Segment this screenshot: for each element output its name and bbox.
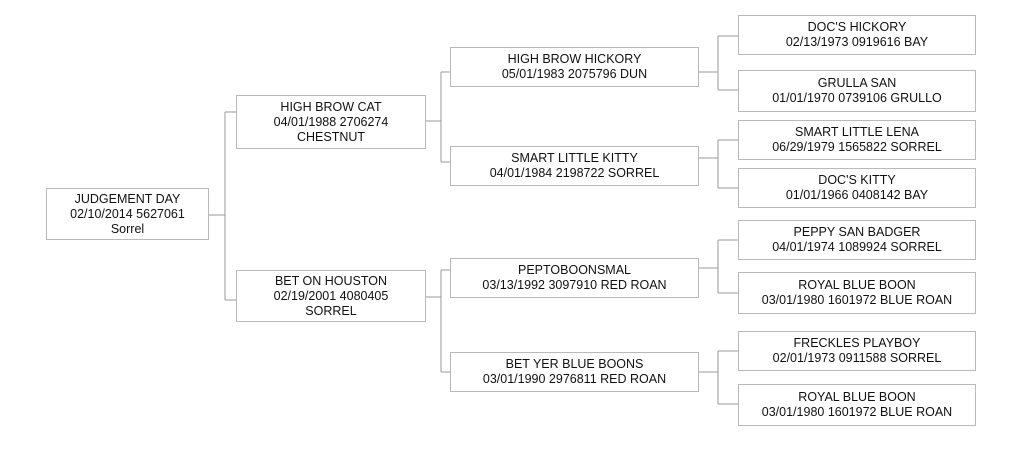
sire-sire-details: 05/01/1983 2075796 DUN xyxy=(501,67,648,81)
subject-horse-details: 02/10/2014 5627061 xyxy=(70,206,185,221)
subject-horse-box: JUDGEMENT DAY 02/10/2014 5627061 Sorrel xyxy=(46,188,209,240)
dam-color: SORREL xyxy=(305,303,357,318)
dam-sire-details: 03/13/1992 3097910 RED ROAN xyxy=(482,278,667,292)
dam-sire-sire-box: PEPPY SAN BADGER 04/01/1974 1089924 SORR… xyxy=(738,220,976,260)
sire-sire-dam-name: GRULLA SAN xyxy=(817,76,897,90)
sire-name: HIGH BROW CAT xyxy=(280,99,382,114)
sire-dam-sire-details: 06/29/1979 1565822 SORREL xyxy=(772,140,942,154)
sire-sire-sire-details: 02/13/1973 0919616 BAY xyxy=(785,35,929,49)
dam-name: BET ON HOUSTON xyxy=(274,273,388,288)
dam-box: BET ON HOUSTON 02/19/2001 4080405 SORREL xyxy=(236,270,426,322)
sire-dam-dam-box: DOC'S KITTY 01/01/1966 0408142 BAY xyxy=(738,168,976,208)
dam-dam-name: BET YER BLUE BOONS xyxy=(505,357,644,371)
sire-sire-dam-details: 01/01/1970 0739106 GRULLO xyxy=(772,91,942,105)
dam-dam-sire-box: FRECKLES PLAYBOY 02/01/1973 0911588 SORR… xyxy=(738,331,976,371)
sire-dam-name: SMART LITTLE KITTY xyxy=(511,151,638,165)
sire-sire-name: HIGH BROW HICKORY xyxy=(507,52,642,66)
sire-dam-dam-details: 01/01/1966 0408142 BAY xyxy=(785,188,929,202)
dam-details: 02/19/2001 4080405 xyxy=(273,288,389,303)
dam-sire-dam-name: ROYAL BLUE BOON xyxy=(798,278,916,292)
dam-sire-box: PEPTOBOONSMAL 03/13/1992 3097910 RED ROA… xyxy=(450,258,699,298)
dam-dam-box: BET YER BLUE BOONS 03/01/1990 2976811 RE… xyxy=(450,352,699,392)
sire-sire-dam-box: GRULLA SAN 01/01/1970 0739106 GRULLO xyxy=(738,70,976,112)
sire-dam-details: 04/01/1984 2198722 SORREL xyxy=(489,166,660,180)
sire-dam-sire-name: SMART LITTLE LENA xyxy=(795,125,919,139)
dam-sire-dam-box: ROYAL BLUE BOON 03/01/1980 1601972 BLUE … xyxy=(738,272,976,314)
dam-sire-sire-name: PEPPY SAN BADGER xyxy=(793,225,921,239)
subject-horse-color: Sorrel xyxy=(110,221,145,236)
dam-dam-dam-name: ROYAL BLUE BOON xyxy=(798,390,916,404)
dam-dam-sire-name: FRECKLES PLAYBOY xyxy=(793,336,921,350)
sire-sire-sire-name: DOC'S HICKORY xyxy=(807,20,907,34)
dam-dam-dam-details: 03/01/1980 1601972 BLUE ROAN xyxy=(761,405,953,419)
dam-sire-name: PEPTOBOONSMAL xyxy=(518,263,631,277)
sire-color: CHESTNUT xyxy=(296,129,366,144)
dam-dam-sire-details: 02/01/1973 0911588 SORREL xyxy=(772,351,942,365)
sire-details: 04/01/1988 2706274 xyxy=(273,114,389,129)
sire-sire-box: HIGH BROW HICKORY 05/01/1983 2075796 DUN xyxy=(450,47,699,87)
sire-sire-sire-box: DOC'S HICKORY 02/13/1973 0919616 BAY xyxy=(738,15,976,55)
subject-horse-name: JUDGEMENT DAY xyxy=(74,191,181,206)
sire-box: HIGH BROW CAT 04/01/1988 2706274 CHESTNU… xyxy=(236,95,426,149)
dam-dam-details: 03/01/1990 2976811 RED ROAN xyxy=(482,372,667,386)
sire-dam-sire-box: SMART LITTLE LENA 06/29/1979 1565822 SOR… xyxy=(738,120,976,160)
dam-sire-sire-details: 04/01/1974 1089924 SORREL xyxy=(772,240,942,254)
sire-dam-box: SMART LITTLE KITTY 04/01/1984 2198722 SO… xyxy=(450,146,699,186)
dam-sire-dam-details: 03/01/1980 1601972 BLUE ROAN xyxy=(761,293,953,307)
dam-dam-dam-box: ROYAL BLUE BOON 03/01/1980 1601972 BLUE … xyxy=(738,384,976,426)
sire-dam-dam-name: DOC'S KITTY xyxy=(818,173,896,187)
